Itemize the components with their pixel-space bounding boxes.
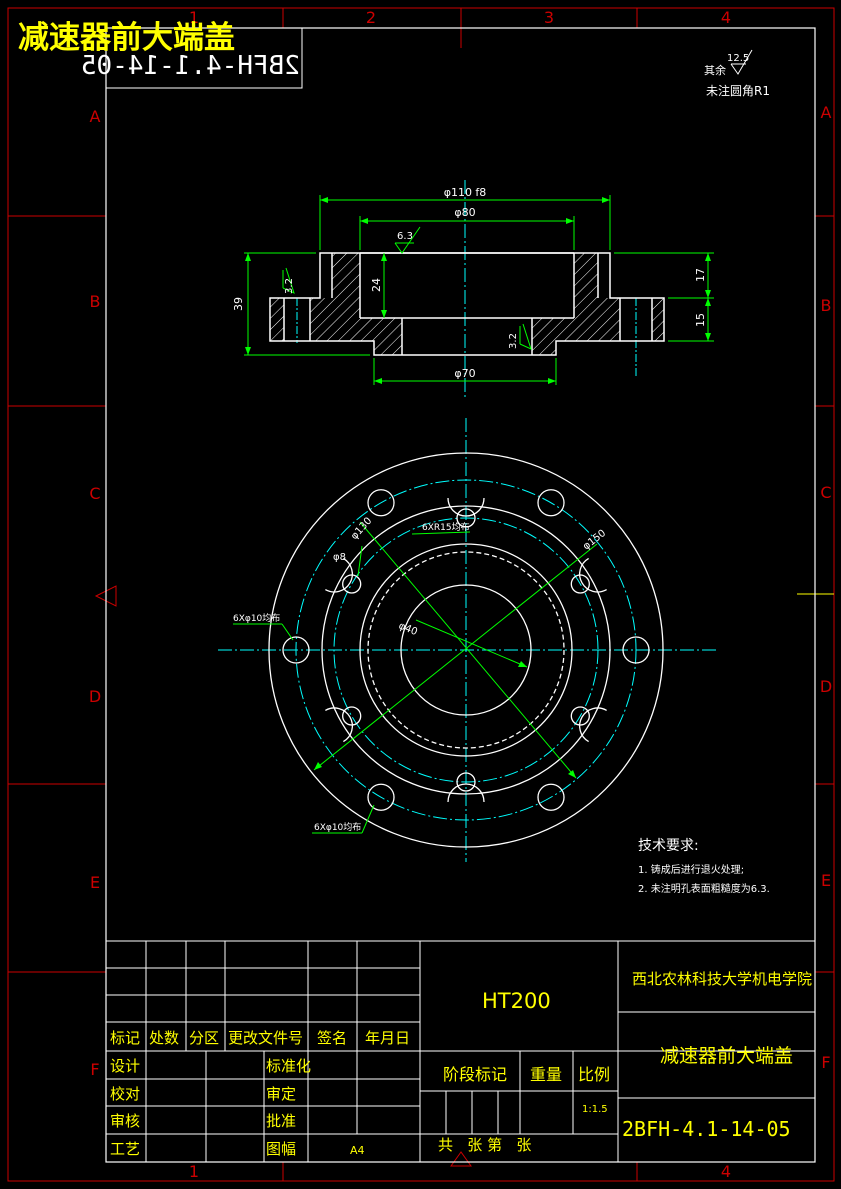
label-stage-mark: 阶段标记 — [443, 1065, 507, 1084]
label-process: 工艺 — [110, 1140, 140, 1158]
school-name: 西北农林科技大学机电学院 — [632, 970, 812, 988]
roughness-prefix: 其余 — [704, 63, 726, 77]
zone-col-4-bottom: 4 — [721, 1162, 731, 1181]
dim-d110: φ110 f8 — [444, 186, 487, 199]
relief-slot — [447, 497, 485, 517]
rev-header-zone: 分区 — [189, 1029, 219, 1047]
zone-col-2: 2 — [366, 8, 376, 27]
small-hole — [570, 574, 590, 594]
bolt-circle-outer — [295, 479, 637, 821]
zone-col-1: 1 — [189, 8, 199, 27]
surface-roughness-note: 其余 12.5 未注圆角R1 — [704, 49, 770, 98]
dim-h15: 15 — [694, 313, 707, 327]
part-name: 减速器前大端盖 — [660, 1045, 793, 1067]
spigot-edge — [321, 505, 611, 795]
small-hole — [456, 508, 476, 528]
label-approve-check: 审定 — [266, 1085, 296, 1103]
mounting-hole — [622, 636, 650, 664]
relief-slot — [325, 707, 353, 743]
bolt-circle-inner — [333, 517, 599, 783]
zone-col-3: 3 — [544, 8, 554, 27]
zone-col-1-bottom: 1 — [189, 1162, 199, 1181]
zone-row-a-left: A — [90, 107, 101, 126]
title-block — [105, 940, 816, 1163]
rev-header-sign: 签名 — [317, 1029, 347, 1047]
mirrored-code: 2BFH-4.1-14-05 — [81, 51, 300, 81]
bore — [400, 584, 532, 716]
scale-value: 1:1.5 — [582, 1104, 608, 1115]
label-approve: 批准 — [266, 1112, 296, 1130]
small-hole — [456, 772, 476, 792]
dim-slots: 6XR15均布 — [422, 521, 470, 533]
boss-edge — [359, 543, 573, 757]
rev-header-date: 年月日 — [365, 1029, 410, 1047]
mounting-hole — [367, 489, 395, 517]
zone-row-f-right: F — [821, 1053, 830, 1072]
drawing-title: 减速器前大端盖 — [18, 20, 235, 56]
tech-item-1: 1. 铸成后进行退火处理; — [638, 863, 744, 876]
dim-d8: φ8 — [333, 552, 346, 563]
roughness-32-right: 3.2 — [508, 333, 519, 349]
relief-slot — [579, 707, 607, 743]
small-hole — [342, 574, 362, 594]
material: HT200 — [482, 989, 551, 1013]
dim-holes-bottom: 6Xφ10均布 — [314, 821, 361, 833]
mounting-hole — [537, 489, 565, 517]
zone-row-d-left: D — [89, 687, 101, 706]
zone-row-e-right: E — [821, 871, 831, 890]
roughness-32-left: 3.2 — [284, 278, 295, 294]
label-design: 设计 — [110, 1057, 140, 1075]
small-hole — [570, 706, 590, 726]
dim-d70: φ70 — [454, 367, 475, 380]
dim-h24: 24 — [370, 278, 383, 292]
rev-header-mark: 标记 — [110, 1029, 140, 1047]
dim-d80: φ80 — [454, 206, 475, 219]
zone-row-d-right: D — [820, 677, 832, 696]
technical-requirements: 技术要求: 1. 铸成后进行退火处理; 2. 未注明孔表面粗糙度为6.3. — [638, 838, 770, 895]
label-standardize: 标准化 — [266, 1057, 311, 1075]
mounting-hole — [537, 783, 565, 811]
label-scale: 比例 — [578, 1065, 610, 1084]
rev-header-count: 处数 — [149, 1029, 179, 1047]
zone-row-f-left: F — [90, 1060, 99, 1079]
zone-row-e-left: E — [90, 873, 100, 892]
dim-d130: φ130 — [349, 516, 374, 542]
label-review: 审核 — [110, 1112, 140, 1130]
zone-row-a-right: A — [821, 103, 832, 122]
dim-holes-left: 6Xφ10均布 — [233, 612, 280, 624]
mounting-hole — [367, 783, 395, 811]
code-box — [105, 27, 303, 89]
section-view: φ110 f8 φ80 φ70 6.3 39 24 17 15 3.2 3.2 — [232, 180, 714, 400]
mounting-hole — [282, 636, 310, 664]
zone-row-c-right: C — [820, 483, 831, 502]
plan-view: φ130 φ150 φ8 φ40 6XR15均布 6Xφ10均布 6Xφ10均布 — [218, 418, 716, 862]
rev-header-doc: 更改文件号 — [228, 1029, 303, 1047]
label-weight: 重量 — [530, 1065, 562, 1084]
fillet-note: 未注圆角R1 — [706, 83, 770, 98]
zone-row-b-left: B — [90, 292, 101, 311]
label-sheet-size: 图幅 — [266, 1140, 296, 1158]
tech-heading: 技术要求: — [638, 838, 699, 854]
dim-h39: 39 — [232, 297, 245, 311]
dim-h17: 17 — [694, 268, 707, 282]
label-check: 校对 — [110, 1085, 140, 1103]
zone-row-c-left: C — [89, 484, 100, 503]
dim-d40: φ40 — [397, 621, 419, 638]
sheet-count: 共 张 第 张 — [438, 1136, 531, 1154]
sheet-size: A4 — [350, 1144, 365, 1157]
tech-item-2: 2. 未注明孔表面粗糙度为6.3. — [638, 882, 770, 895]
roughness-value: 12.5 — [727, 53, 749, 64]
roughness-63: 6.3 — [397, 231, 413, 242]
small-hole — [342, 706, 362, 726]
zone-row-b-right: B — [821, 296, 832, 315]
dim-d150: φ150 — [581, 528, 608, 552]
relief-slot — [447, 783, 485, 803]
drawing-number: 2BFH-4.1-14-05 — [622, 1117, 791, 1141]
relief-slot — [325, 557, 353, 593]
relief-slot — [579, 557, 607, 593]
outer-rim — [268, 452, 664, 848]
zone-col-4: 4 — [721, 8, 731, 27]
